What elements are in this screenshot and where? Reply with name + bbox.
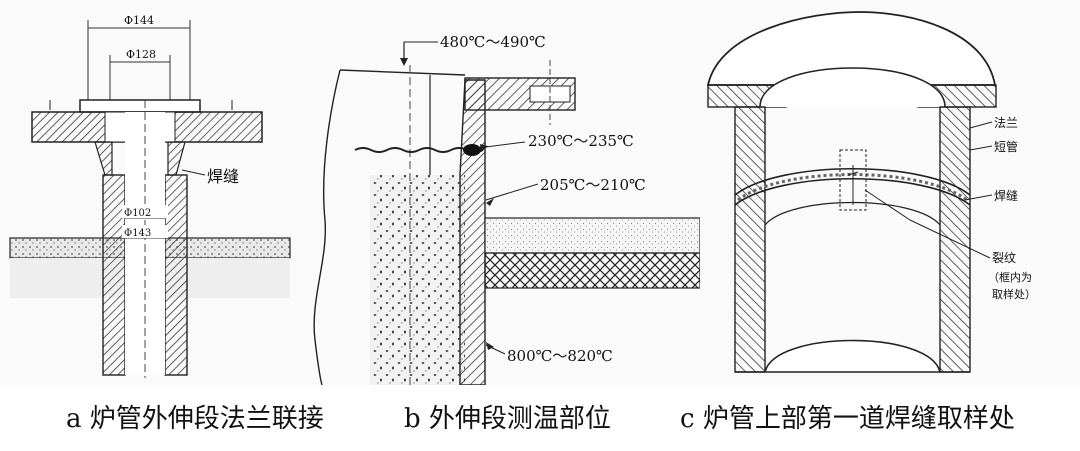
- dim-tube-inner: Φ102: [124, 208, 151, 219]
- label-note-1-c: （框内为: [988, 270, 1032, 284]
- caption-row: a 炉管外伸段法兰联接 b 外伸段测温部位 c 炉管上部第一道焊缝取样处: [0, 398, 1080, 448]
- temp-weld: 230℃～235℃: [528, 132, 634, 150]
- temp-top: 480℃～490℃: [440, 33, 546, 51]
- caption-c: c 炉管上部第一道焊缝取样处: [680, 404, 1015, 434]
- panel-b-drawing: 480℃～490℃ 230℃～235℃ 205℃～210℃ 800℃～820℃: [300, 0, 700, 385]
- panel-c-weld-sampling: 法兰 短管 焊缝 裂纹 （框内为 取样处）: [700, 0, 1080, 385]
- panel-a-drawing: Φ144 Φ128 Φ102 Φ143 焊缝: [0, 0, 300, 385]
- caption-b: b 外伸段测温部位: [404, 404, 611, 434]
- label-weld-c: 焊缝: [994, 188, 1018, 203]
- label-short-tube-c: 短管: [994, 139, 1018, 154]
- label-flange-c: 法兰: [994, 116, 1018, 130]
- dim-outer-flange: Φ144: [124, 14, 154, 27]
- dim-tube-outer: Φ143: [124, 228, 151, 239]
- label-weld-a: 焊缝: [207, 167, 239, 186]
- temp-mid: 205℃～210℃: [540, 176, 646, 194]
- label-note-2-c: 取样处）: [992, 287, 1036, 301]
- panel-a-flange-connection: Φ144 Φ128 Φ102 Φ143 焊缝: [0, 0, 300, 385]
- panel-c-drawing: 法兰 短管 焊缝 裂纹 （框内为 取样处）: [700, 0, 1080, 385]
- label-crack-c: 裂纹: [992, 251, 1016, 265]
- caption-a: a 炉管外伸段法兰联接: [66, 404, 324, 434]
- dim-inner-flange: Φ128: [126, 48, 156, 61]
- panel-b-temperature-points: 480℃～490℃ 230℃～235℃ 205℃～210℃ 800℃～820℃: [300, 0, 700, 385]
- temp-bottom: 800℃～820℃: [507, 347, 613, 365]
